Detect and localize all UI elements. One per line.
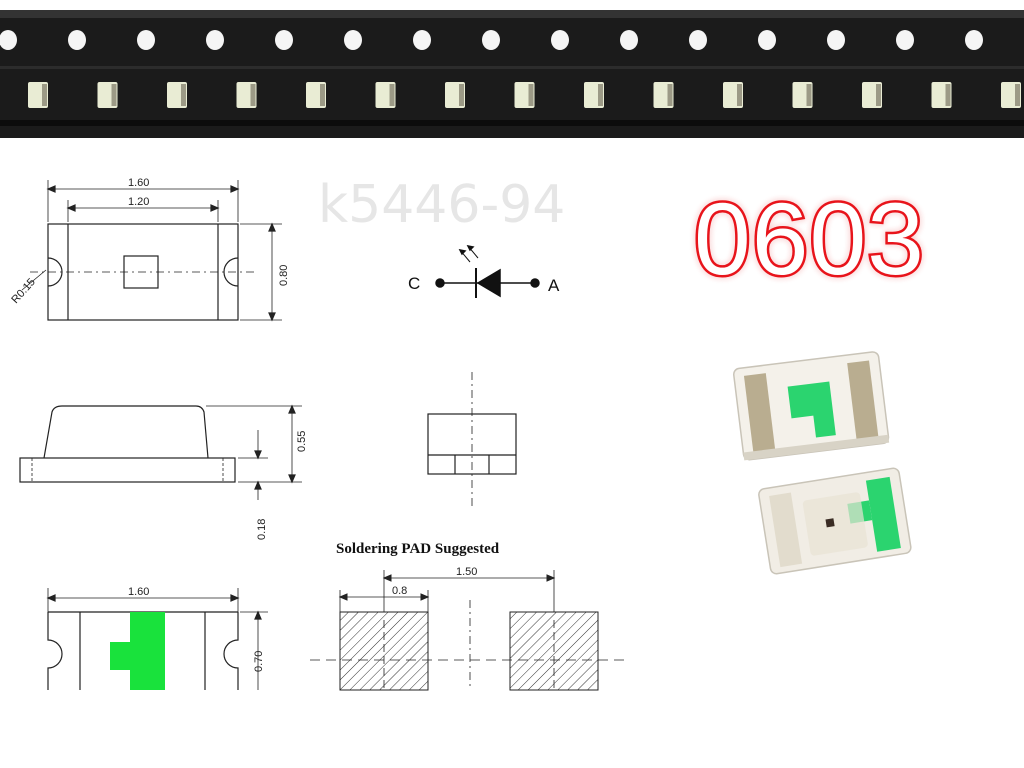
sprocket-hole bbox=[965, 30, 983, 50]
tape-led-terminal bbox=[459, 84, 464, 106]
tape-pockets bbox=[28, 82, 1021, 108]
tape-led-terminal bbox=[737, 84, 742, 106]
sprocket-hole bbox=[827, 30, 845, 50]
sprocket-hole bbox=[896, 30, 914, 50]
cathode-label: C bbox=[408, 274, 420, 293]
drawing-panel bbox=[0, 160, 650, 690]
side-base-height-label: 0.18 bbox=[256, 519, 268, 540]
soldering-pad-drawing bbox=[310, 570, 630, 691]
sprocket-hole bbox=[413, 30, 431, 50]
sprocket-hole bbox=[0, 30, 17, 50]
package-code-glow: 0603 bbox=[694, 182, 925, 296]
carrier-tape bbox=[0, 10, 1024, 138]
bottom-view-drawing bbox=[46, 588, 268, 690]
tape-led-terminal bbox=[528, 84, 534, 106]
tape-led-terminal bbox=[181, 84, 186, 106]
sprocket-hole bbox=[344, 30, 362, 50]
tape-led-terminal bbox=[667, 84, 673, 106]
diode-symbol bbox=[435, 244, 540, 298]
anode-label: A bbox=[548, 276, 560, 295]
tape-led-terminal bbox=[945, 84, 951, 106]
sprocket-hole bbox=[689, 30, 707, 50]
led-chip-photo-bottom bbox=[758, 467, 912, 575]
cathode-mark bbox=[110, 612, 165, 690]
pad-pitch-label: 1.50 bbox=[456, 566, 477, 578]
pad-width-label: 0.8 bbox=[392, 585, 407, 597]
sprocket-hole bbox=[206, 30, 224, 50]
sprocket-hole bbox=[68, 30, 86, 50]
watermark-text: k5446-94 bbox=[318, 175, 565, 235]
sprocket-hole bbox=[482, 30, 500, 50]
end-view-drawing bbox=[427, 372, 517, 506]
bottom-height-label: 0.70 bbox=[253, 651, 265, 672]
tape-led-terminal bbox=[389, 84, 395, 106]
tape-led-terminal bbox=[111, 84, 117, 106]
top-height-label: 0.80 bbox=[278, 265, 290, 286]
side-total-height-label: 0.55 bbox=[296, 431, 308, 452]
top-inner-width-label: 1.20 bbox=[128, 196, 149, 208]
tape-led-terminal bbox=[250, 84, 256, 106]
top-view-drawing bbox=[21, 180, 282, 322]
soldering-pad-title: Soldering PAD Suggested bbox=[336, 541, 500, 557]
tape-led-terminal bbox=[320, 84, 325, 106]
side-view-drawing bbox=[19, 404, 302, 500]
tape-led-terminal bbox=[876, 84, 881, 106]
sprocket-holes bbox=[0, 30, 983, 50]
bottom-width-label: 1.60 bbox=[128, 586, 149, 598]
sprocket-hole bbox=[275, 30, 293, 50]
top-width-label: 1.60 bbox=[128, 177, 149, 189]
package-code: 0603 bbox=[694, 182, 925, 296]
sprocket-hole bbox=[758, 30, 776, 50]
tape-led-terminal bbox=[806, 84, 812, 106]
tape-led-terminal bbox=[1015, 84, 1020, 106]
sprocket-hole bbox=[551, 30, 569, 50]
tape-led-terminal bbox=[42, 84, 47, 106]
sprocket-hole bbox=[137, 30, 155, 50]
tape-led-terminal bbox=[598, 84, 603, 106]
sprocket-hole bbox=[620, 30, 638, 50]
led-chip-photo-top bbox=[732, 351, 890, 461]
